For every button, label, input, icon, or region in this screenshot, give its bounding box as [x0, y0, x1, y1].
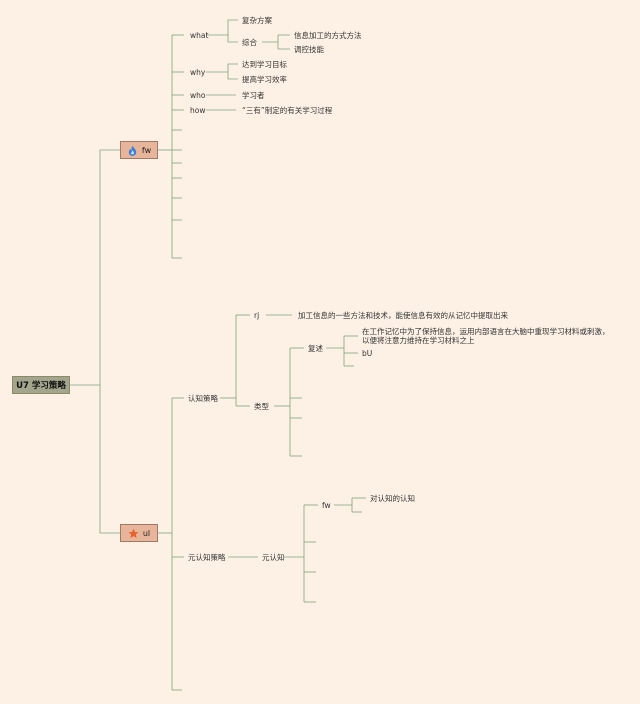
cognitive-strategy-node[interactable]: 认知策略: [188, 394, 218, 403]
who-node[interactable]: who: [190, 91, 206, 100]
metacognitive-strategy-node[interactable]: 元认知策略: [188, 553, 226, 562]
why-node[interactable]: why: [190, 68, 206, 77]
why-child-reach-goal[interactable]: 达到学习目标: [242, 60, 287, 69]
what-child-comprehensive[interactable]: 综合: [242, 38, 257, 47]
fw-label: fw: [141, 145, 152, 155]
what-child-complex-plan[interactable]: 复杂方案: [242, 16, 272, 25]
root-label: U7 学习策略: [16, 381, 66, 391]
rj-node[interactable]: rj: [254, 311, 260, 320]
why-child-improve-efficiency[interactable]: 提高学习效率: [242, 75, 287, 84]
how-node[interactable]: how: [190, 106, 206, 115]
types-node[interactable]: 类型: [254, 402, 269, 411]
ul-label: ul: [142, 528, 151, 538]
meta-fw-node[interactable]: fw: [322, 501, 331, 510]
rehearsal-item-bu[interactable]: bU: [362, 349, 373, 358]
rehearsal-definition[interactable]: 在工作记忆中为了保持信息，运用内部语言在大脑中重现学习材料或刺激，以便将注意力维…: [362, 327, 610, 345]
rehearsal-node[interactable]: 复述: [308, 344, 323, 353]
who-child-learner[interactable]: 学习者: [242, 91, 265, 100]
ul-node[interactable]: ul: [120, 524, 158, 542]
fire-icon: [128, 145, 137, 156]
comprehensive-child-regulation-skills[interactable]: 调控技能: [294, 45, 324, 54]
meta-fw-definition[interactable]: 对认知的认知: [370, 494, 415, 503]
how-child-process[interactable]: “三有”制定的有关学习过程: [242, 106, 333, 115]
root-node[interactable]: U7 学习策略: [12, 376, 70, 394]
star-icon: [128, 528, 139, 538]
comprehensive-child-info-processing[interactable]: 信息加工的方式方法: [294, 31, 362, 40]
fw-node[interactable]: fw: [120, 141, 158, 159]
what-node[interactable]: what: [190, 31, 209, 40]
rj-definition[interactable]: 加工信息的一些方法和技术，能使信息有效的从记忆中提取出来: [298, 311, 508, 320]
metacognition-node[interactable]: 元认知: [262, 553, 285, 562]
